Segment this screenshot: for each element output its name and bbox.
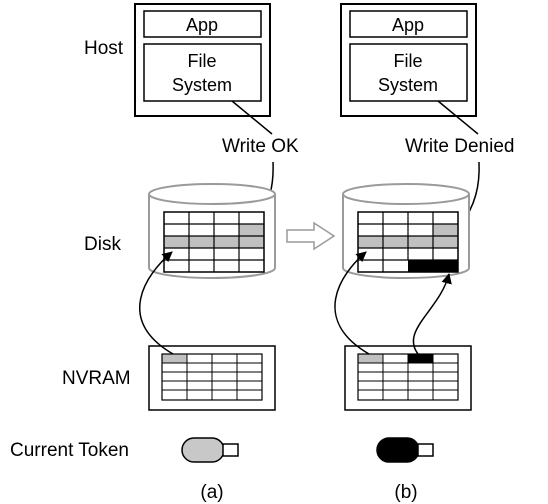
disk-grid-a xyxy=(163,211,265,273)
write-status-a: Write OK xyxy=(222,136,299,157)
filesystem-box-a xyxy=(143,43,262,102)
app-box-b xyxy=(349,10,468,38)
token-icon-a xyxy=(181,437,239,463)
fs-link-line-a xyxy=(231,100,273,135)
write-status-b: Write Denied xyxy=(405,136,514,157)
nvram-pointer-arrow-gray-b xyxy=(334,251,370,355)
disk-cell-gray-a xyxy=(239,224,264,236)
app-label-a: App xyxy=(186,15,218,35)
row-label-disk: Disk xyxy=(84,234,121,255)
transition-arrow-icon xyxy=(286,221,336,251)
caption-b: (b) xyxy=(394,482,417,503)
token-icon-b xyxy=(376,437,434,463)
caption-a: (a) xyxy=(200,482,223,503)
filesystem-label-line1-b: File xyxy=(393,51,422,71)
disk-cell-gray-b xyxy=(433,224,458,236)
host-box-b: App File System xyxy=(340,3,477,117)
nvram-pointer-arrow-black-b xyxy=(412,272,452,355)
filesystem-label-line2-b: System xyxy=(378,75,438,95)
fs-link-line-b xyxy=(437,100,479,135)
row-label-host: Host xyxy=(84,38,124,59)
nvram-cell-gray-a xyxy=(162,354,187,363)
panel-a: App File System Write OK xyxy=(134,3,299,503)
disk-grid-b xyxy=(357,211,459,273)
filesystem-label-line2-a: System xyxy=(172,75,232,95)
filesystem-box-b xyxy=(349,43,468,102)
disk-cells-black-b xyxy=(408,260,458,272)
token-body-a xyxy=(181,437,225,463)
row-label-token: Current Token xyxy=(10,440,129,461)
nvram-cell-gray-b xyxy=(358,354,383,363)
nvram-pointer-arrow-a xyxy=(139,251,174,355)
nvram-grid-a xyxy=(148,345,276,411)
nvram-grid-b xyxy=(344,345,472,411)
row-label-nvram: NVRAM xyxy=(62,368,131,389)
nvram-cell-black-b xyxy=(408,354,433,363)
token-body-b xyxy=(376,437,420,463)
panel-b: App File System Write Denied xyxy=(334,3,514,503)
app-box-a xyxy=(143,10,262,38)
app-label-b: App xyxy=(392,15,424,35)
filesystem-label-line1-a: File xyxy=(187,51,216,71)
host-box-a: App File System xyxy=(134,3,271,117)
